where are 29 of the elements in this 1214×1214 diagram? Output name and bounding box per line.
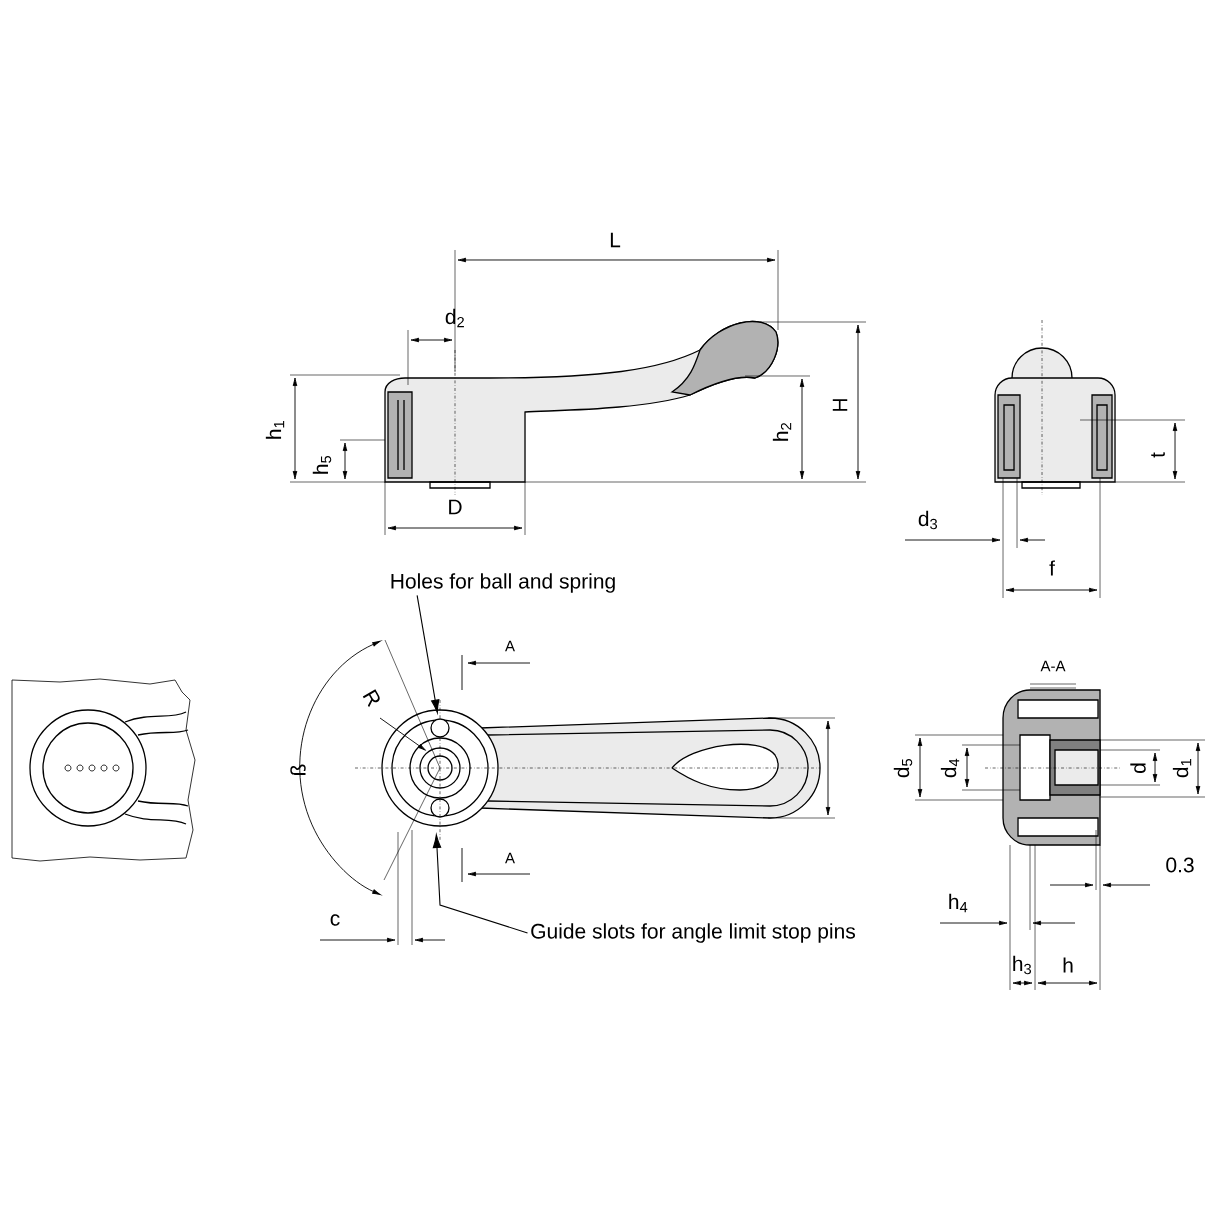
dimension-label: d bbox=[1130, 763, 1146, 773]
dimension-label: d$_{3}$ bbox=[918, 510, 938, 530]
dimension-label: 0.3 bbox=[1166, 857, 1194, 873]
dimension-label: d$_{5}$ bbox=[893, 758, 913, 778]
dimension-label: d$_{1}$ bbox=[1172, 759, 1192, 778]
dimension-label: t bbox=[1151, 452, 1165, 458]
dimension-label: d$_{2}$ bbox=[445, 308, 464, 328]
dimension-label: h$_{4}$ bbox=[949, 893, 968, 913]
dimension-label: h$_{1}$ bbox=[265, 421, 285, 439]
dimension-label: c bbox=[330, 914, 340, 926]
ball-hole bbox=[430, 718, 450, 738]
callout-text: Guide slots for angle limit stop pins bbox=[531, 923, 855, 943]
section-label: A bbox=[505, 852, 515, 864]
dimension-label: D bbox=[449, 499, 462, 515]
callout-text: Holes for ball and spring bbox=[391, 573, 615, 593]
leader-line bbox=[416, 594, 440, 714]
dimension-label: d$_{4}$ bbox=[940, 758, 960, 778]
dimension-label: L bbox=[610, 232, 621, 248]
dimension-label: R bbox=[362, 689, 380, 708]
dimension-label: f bbox=[1049, 560, 1055, 576]
angle-label: ß bbox=[290, 764, 306, 775]
section-label: A-A bbox=[1040, 660, 1066, 672]
section-label: A bbox=[505, 640, 515, 652]
dimension-label: H bbox=[832, 399, 848, 411]
dimension-label: h bbox=[1063, 957, 1073, 973]
dimension-label: h$_{3}$ bbox=[1013, 955, 1032, 975]
dimension-label: h$_{5}$ bbox=[312, 455, 332, 474]
leader-line bbox=[432, 834, 529, 934]
dimension-label: h$_{2}$ bbox=[772, 423, 792, 441]
